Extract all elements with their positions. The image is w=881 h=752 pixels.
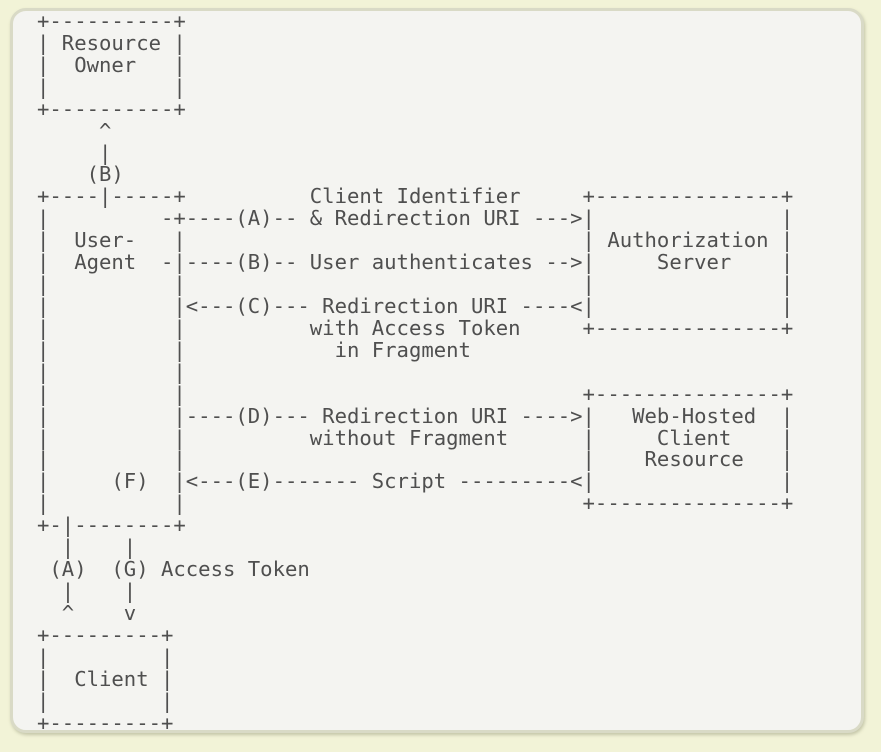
ascii-flow-diagram: +----------+ | Resource | | Owner | | | … [37,9,794,733]
diagram-panel: +----------+ | Resource | | Owner | | | … [10,8,864,733]
